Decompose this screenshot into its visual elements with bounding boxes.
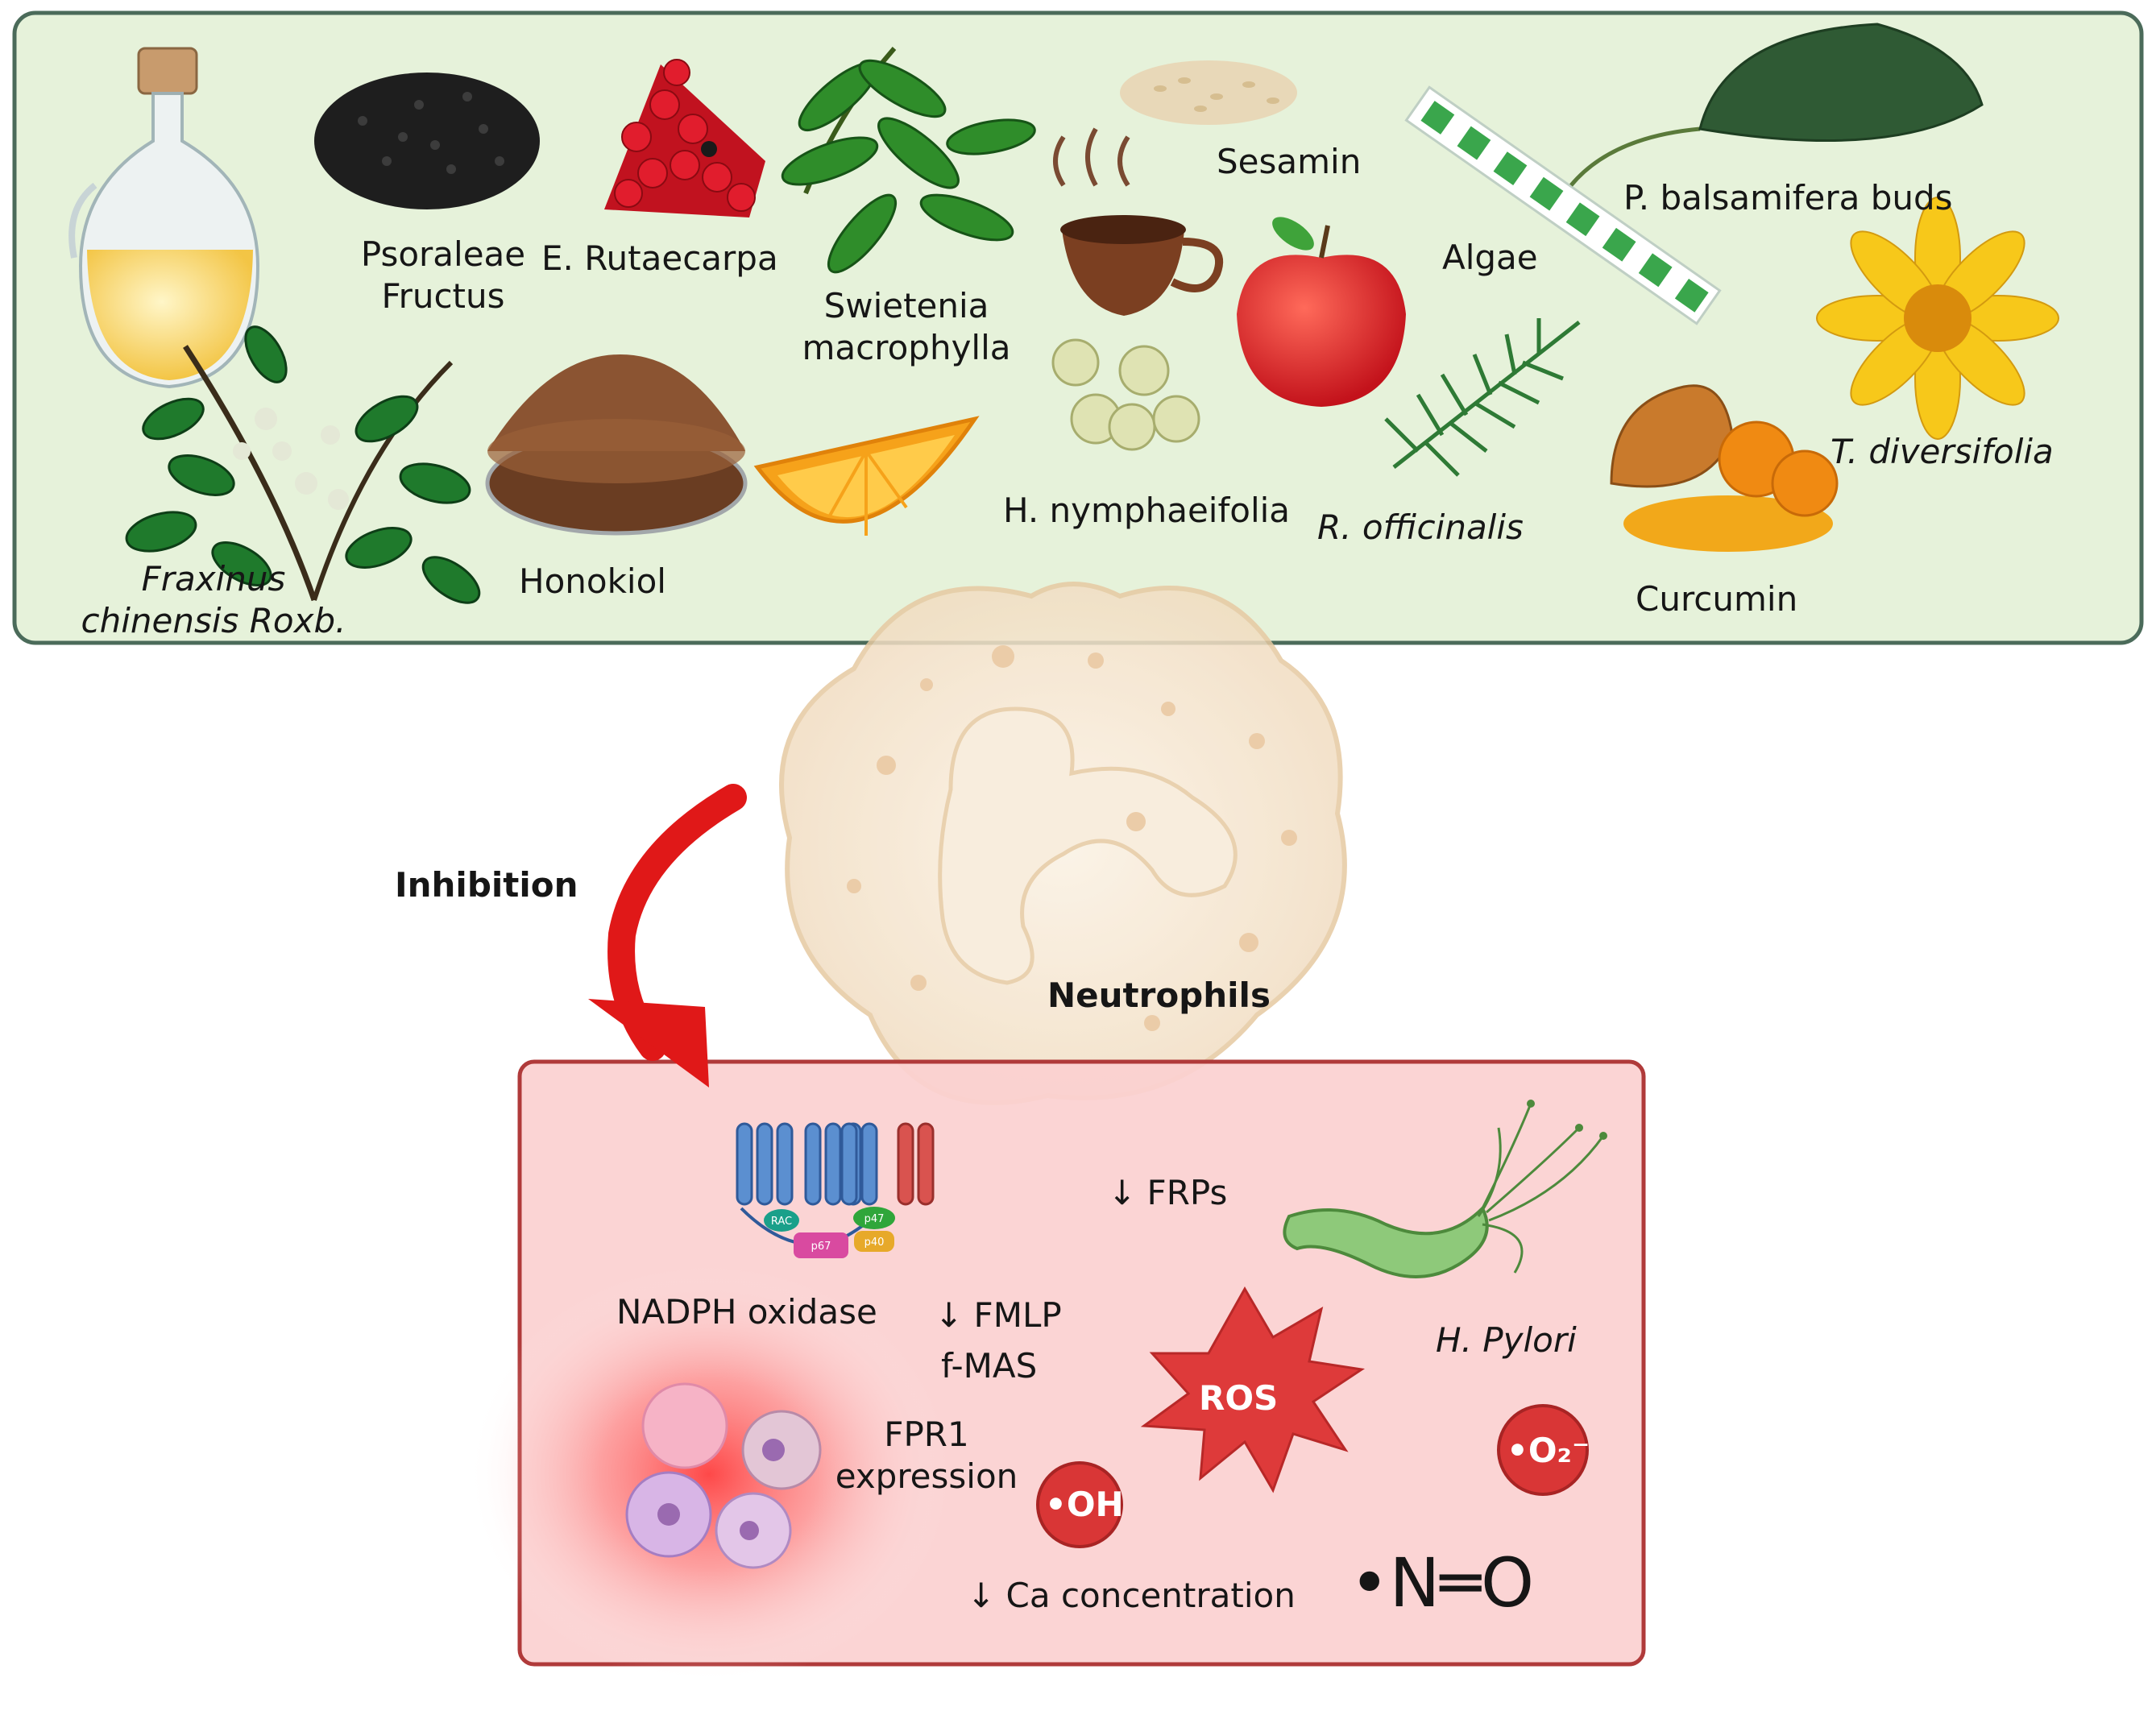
label-swietenia-line1: Swietenia	[823, 286, 989, 325]
nymphaeifolia-seeds-icon	[1051, 338, 1200, 451]
nadph-oxidase-complex-icon: RAC p47 p67 p40	[736, 1122, 935, 1258]
oil-jar-icon	[68, 47, 260, 389]
label-fraxinus: Fraxinus chinensis Roxb.	[81, 558, 346, 642]
diversifolia-flower-icon	[1816, 197, 2059, 440]
rac-subunit	[764, 1209, 799, 1232]
label-fmas: f-MAS	[941, 1346, 1038, 1386]
label-fpr1-line1: FPR1	[884, 1415, 969, 1454]
coffee-cup-icon	[1053, 127, 1224, 316]
fraxinus-plant-icon	[125, 325, 481, 604]
apple-icon	[1237, 217, 1406, 407]
label-h-pylori: H. Pylori	[1436, 1320, 1577, 1360]
p47-subunit	[853, 1207, 895, 1229]
balsamifera-leaf-icon	[1569, 23, 1984, 187]
curcumin-turmeric-icon	[1610, 384, 1839, 552]
swietenia-leaves-icon	[781, 47, 1036, 274]
p40-subunit	[854, 1231, 894, 1252]
label-balsamifera: P. balsamifera buds	[1623, 178, 1953, 217]
label-frps: ↓ FRPs	[1108, 1173, 1228, 1212]
label-honokiol: Honokiol	[519, 561, 666, 601]
neutrophil-cell-icon	[779, 582, 1347, 1105]
label-swietenia-line2: macrophylla	[802, 328, 1011, 367]
label-inhibition: Inhibition	[395, 865, 578, 905]
label-fraxinus-line1: Fraxinus	[141, 559, 286, 599]
rac-label: RAC	[771, 1216, 792, 1228]
label-neutrophils: Neutrophils	[1047, 976, 1271, 1015]
p67-label: p67	[811, 1241, 831, 1253]
sesame-seeds-icon	[1120, 60, 1297, 125]
label-nadph-oxidase: NADPH oxidase	[616, 1292, 877, 1332]
psoraleae-seeds-icon	[314, 72, 540, 209]
label-nymphaeifolia: H. nymphaeifolia	[1003, 491, 1291, 530]
p67-subunit	[794, 1232, 848, 1258]
label-fpr1-line2: expression	[835, 1456, 1018, 1496]
label-psoraleae: Psoraleae Fructus	[346, 234, 540, 317]
hydroxyl-radical-circle	[1036, 1461, 1123, 1548]
orange-slice-icon	[753, 416, 980, 536]
label-fpr1: FPR1 expression	[830, 1414, 1023, 1498]
label-ca-concentration: ↓ Ca concentration	[967, 1576, 1296, 1615]
label-nitric-oxide: •N═O	[1350, 1543, 1535, 1622]
rosemary-sprig-icon	[1384, 318, 1581, 477]
label-algae: Algae	[1442, 238, 1538, 277]
algae-strip-icon	[1404, 85, 1722, 325]
label-fraxinus-line2: chinensis Roxb.	[81, 601, 346, 640]
ros-starburst-icon	[1140, 1286, 1366, 1493]
label-sesamin: Sesamin	[1217, 142, 1362, 181]
label-swietenia: Swietenia macrophylla	[794, 285, 1019, 369]
superoxide-radical-circle	[1497, 1404, 1589, 1496]
label-fmlp: ↓ FMLP	[935, 1295, 1062, 1335]
neutrophil-cluster-icon	[625, 1382, 822, 1569]
label-psoraleae-line1: Psoraleae	[360, 234, 526, 274]
p47-label: p47	[864, 1213, 885, 1225]
h-pylori-bacterium-icon	[1283, 1100, 1607, 1278]
label-oh: •OH	[1045, 1485, 1124, 1524]
label-superoxide: •O₂⁻	[1507, 1431, 1590, 1470]
label-diversifolia: T. diversifolia	[1831, 432, 2054, 471]
label-ros: ROS	[1199, 1378, 1279, 1418]
label-rutaecarpa: E. Rutaecarpa	[541, 238, 778, 278]
honokiol-powder-icon	[485, 354, 748, 536]
rutaecarpa-berries-icon	[604, 59, 765, 217]
label-psoraleae-line2: Fructus	[381, 276, 505, 316]
inflammation-glow	[467, 1265, 951, 1684]
inhibition-arrow-icon	[588, 784, 747, 1087]
p40-label: p40	[864, 1237, 885, 1249]
label-curcumin: Curcumin	[1636, 579, 1798, 619]
label-rosmarinus: R. officinalis	[1317, 507, 1524, 547]
